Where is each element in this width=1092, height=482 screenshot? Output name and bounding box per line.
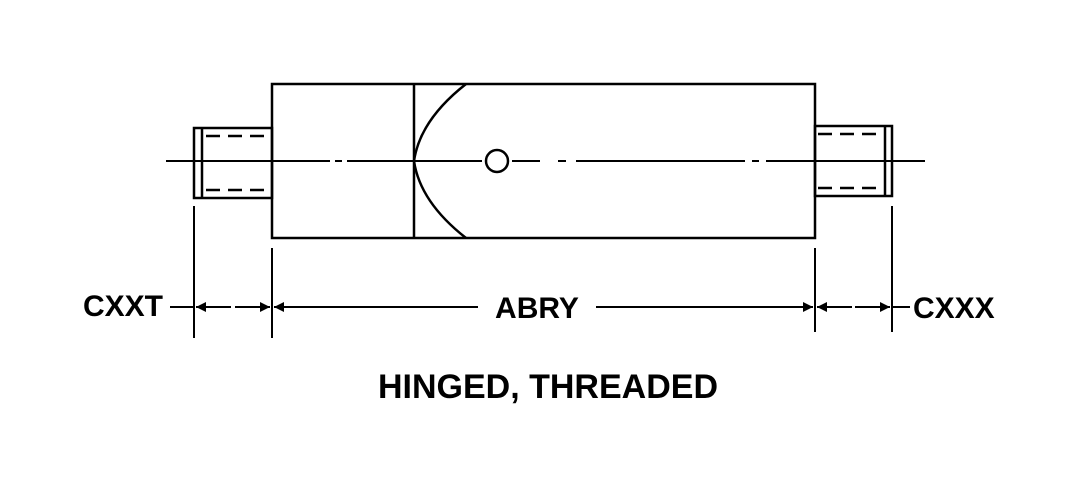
dimension-label-left: CXXT — [83, 290, 163, 323]
diagram-caption: HINGED, THREADED — [378, 368, 718, 406]
knuckle-curve — [412, 83, 467, 239]
dimension-label-right: CXXX — [913, 292, 995, 325]
extension-lines — [193, 206, 893, 338]
right-threaded-stud — [813, 124, 894, 198]
pivot-hole — [484, 148, 510, 174]
left-threaded-stud — [192, 126, 274, 200]
dimension-label-body: ABRY — [495, 292, 579, 325]
